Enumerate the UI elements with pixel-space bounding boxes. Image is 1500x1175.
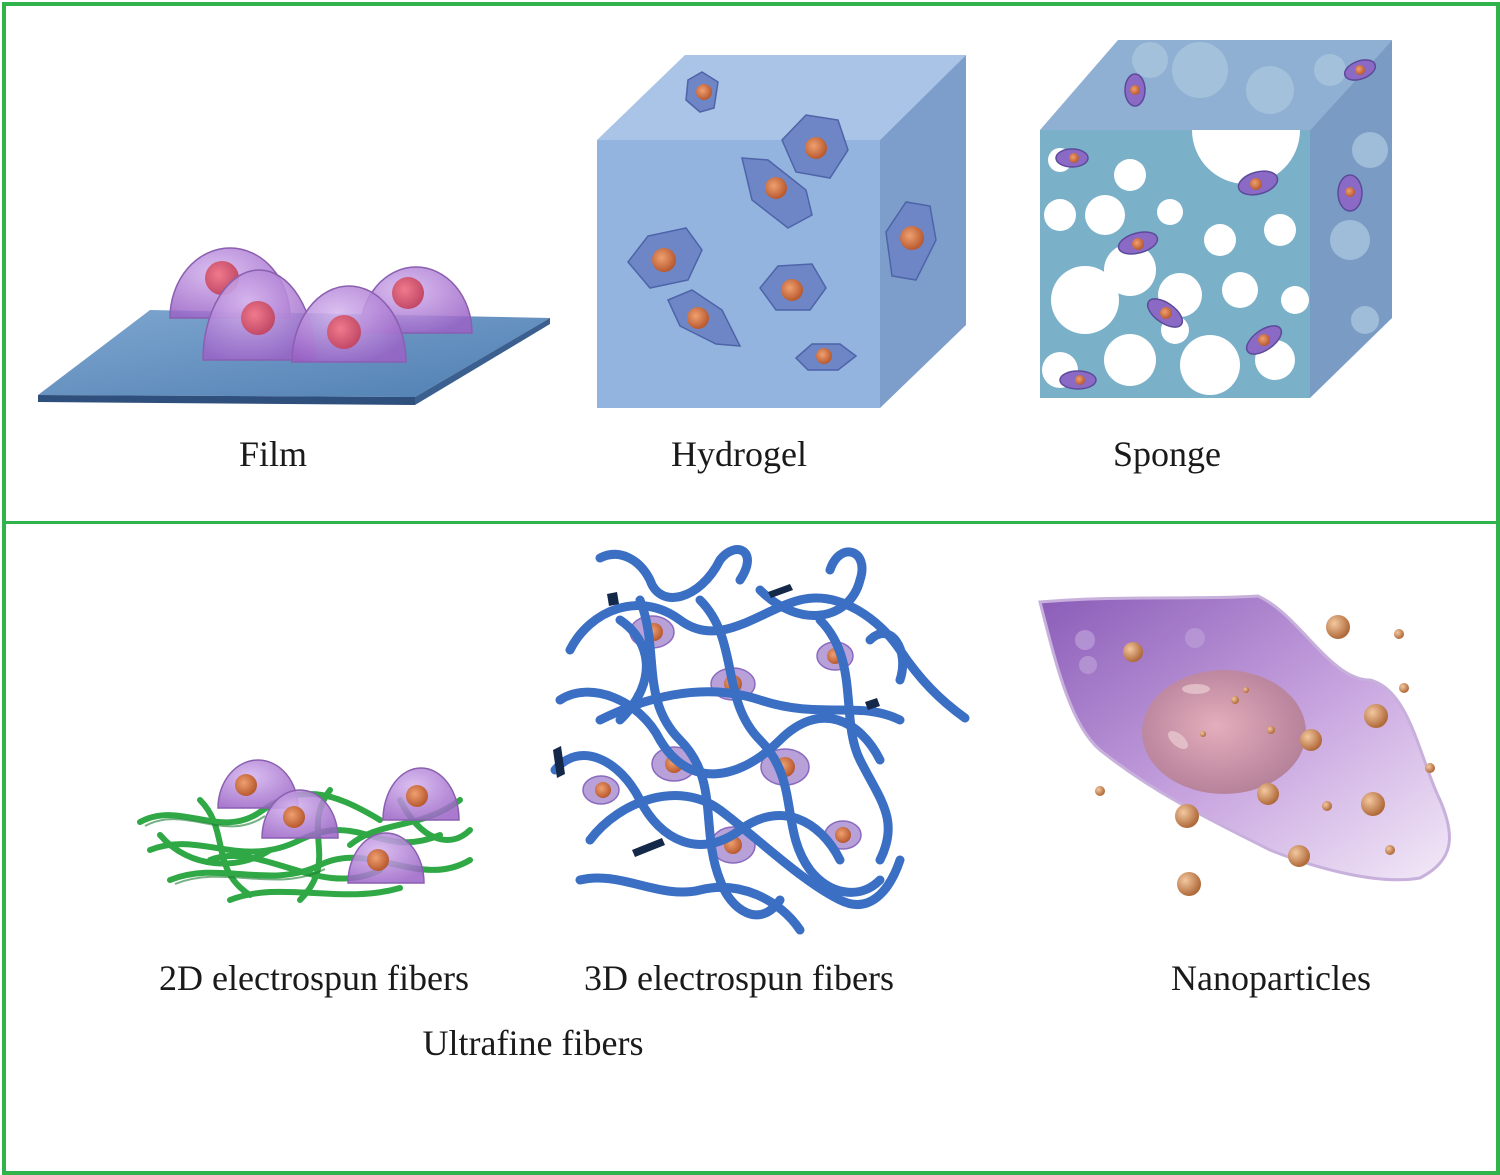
- label-film: Film: [238, 434, 308, 474]
- sponge-cell: [1343, 59, 1377, 81]
- sponge-cell: [1059, 370, 1097, 390]
- hydrogel-cell: [666, 289, 742, 347]
- nanoparticles-illustration: [1038, 594, 1451, 896]
- fiber-2d-cell: [382, 767, 460, 821]
- fiber-2d-cell: [347, 832, 425, 884]
- hydrogel-illustration: [597, 55, 966, 408]
- sponge-cell: [1117, 231, 1159, 255]
- film-cell-front-right: [291, 285, 407, 363]
- hydrogel-cell: [759, 263, 827, 311]
- hydrogel-cell: [781, 114, 849, 179]
- sponge-cell: [1124, 73, 1146, 107]
- label-hydrogel: Hydrogel: [671, 434, 807, 474]
- label-2d-electrospun-fibers: 2D electrospun fibers: [159, 958, 469, 998]
- sponge-cell: [1055, 148, 1089, 168]
- hydrogel-cell: [794, 343, 858, 371]
- hydrogel-cell: [685, 71, 719, 113]
- fibers-2d-illustration: [137, 759, 473, 903]
- np-nucleus: [1142, 670, 1306, 794]
- sponge-cell: [1245, 325, 1283, 355]
- hydrogel-cell: [885, 201, 937, 281]
- label-sponge: Sponge: [1113, 434, 1221, 474]
- fibers-3d-illustration: [550, 545, 970, 935]
- film-cell-front-left: [202, 269, 316, 361]
- label-nanoparticles: Nanoparticles: [1171, 958, 1371, 998]
- hydrogel-cell: [627, 227, 703, 289]
- sponge-cell: [1237, 170, 1279, 196]
- sponge-cell: [1337, 174, 1363, 212]
- panel-divider: [6, 521, 1496, 524]
- sponge-cell: [1146, 298, 1184, 328]
- label-ultrafine-fibers: Ultrafine fibers: [422, 1023, 644, 1063]
- fiber-2d-cell: [217, 759, 299, 809]
- film-illustration: [38, 247, 550, 405]
- nanoparticle-set: [1095, 615, 1435, 896]
- hydrogel-cell: [741, 157, 813, 229]
- fiber-3d-cell: [582, 775, 620, 805]
- sponge-illustration: [1040, 40, 1392, 398]
- fiber-2d-cell: [261, 789, 339, 839]
- label-3d-electrospun-fibers: 3D electrospun fibers: [584, 958, 894, 998]
